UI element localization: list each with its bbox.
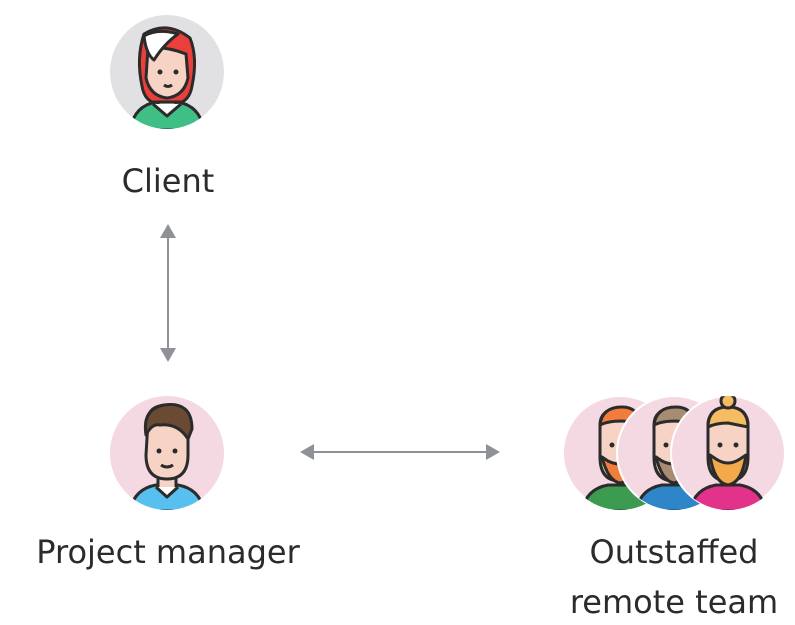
team-avatars-icon — [562, 395, 786, 511]
pm-team-arrow — [300, 444, 500, 460]
client-pm-arrow — [160, 224, 176, 362]
project-manager-label: Project manager — [36, 533, 300, 571]
client-label: Client — [121, 162, 215, 200]
team-label-line2: remote team — [569, 583, 779, 621]
client-avatar-icon — [110, 15, 224, 129]
project-manager-avatar-icon — [110, 396, 224, 510]
team-label-line1: Outstaffed — [589, 533, 759, 571]
